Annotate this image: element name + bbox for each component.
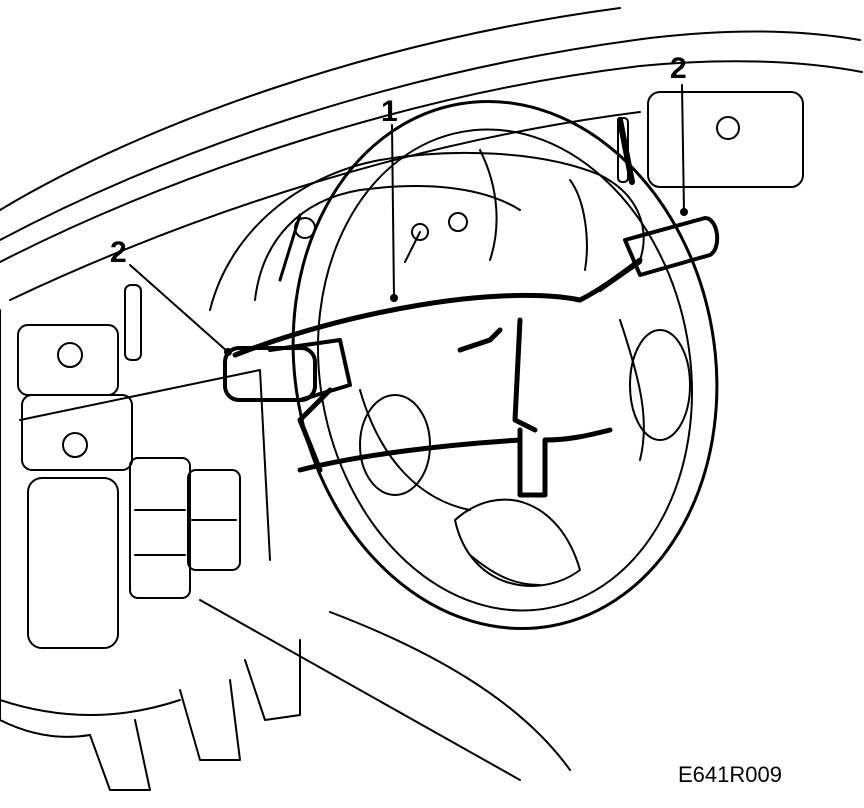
callout-leaders <box>129 84 685 353</box>
left-lower-panel <box>0 284 271 738</box>
callout-2-right-label: 2 <box>670 52 687 85</box>
figure-code: E641R009 <box>678 762 782 787</box>
callout-2-left-label: 2 <box>110 236 127 269</box>
right-upper-panel <box>617 91 804 188</box>
lower-panels <box>89 599 571 791</box>
callout-dots <box>224 208 688 356</box>
right-stalk-switch <box>598 216 720 292</box>
instrument-cluster <box>209 149 645 311</box>
callout-1-label: 1 <box>381 95 398 128</box>
left-stalk-switch <box>223 338 352 402</box>
steering-wheel <box>291 99 719 631</box>
